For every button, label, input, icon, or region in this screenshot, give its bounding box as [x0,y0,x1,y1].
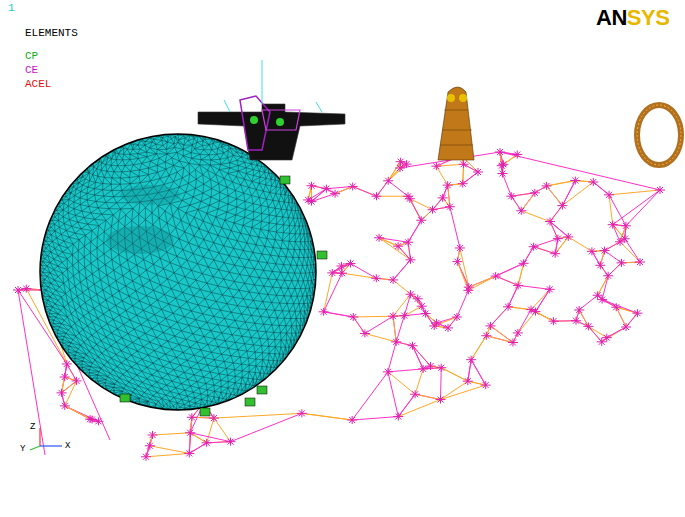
axis-label: Y [20,444,25,454]
logo-text: AN [596,6,627,30]
plot-title: ELEMENTS [25,27,78,40]
window-number: 1 [8,2,15,15]
symbol-key: CP [25,50,38,63]
tank-sphere [40,134,327,416]
symbol-key: CE [25,64,38,77]
symbol-key: ACEL [25,78,51,91]
logo-text: SYS [627,6,670,30]
ring-frame [637,105,681,165]
axis-label: Z [30,422,35,432]
mount-bracket [198,60,345,160]
axis-label: X [65,441,70,451]
support-tower [438,87,474,160]
